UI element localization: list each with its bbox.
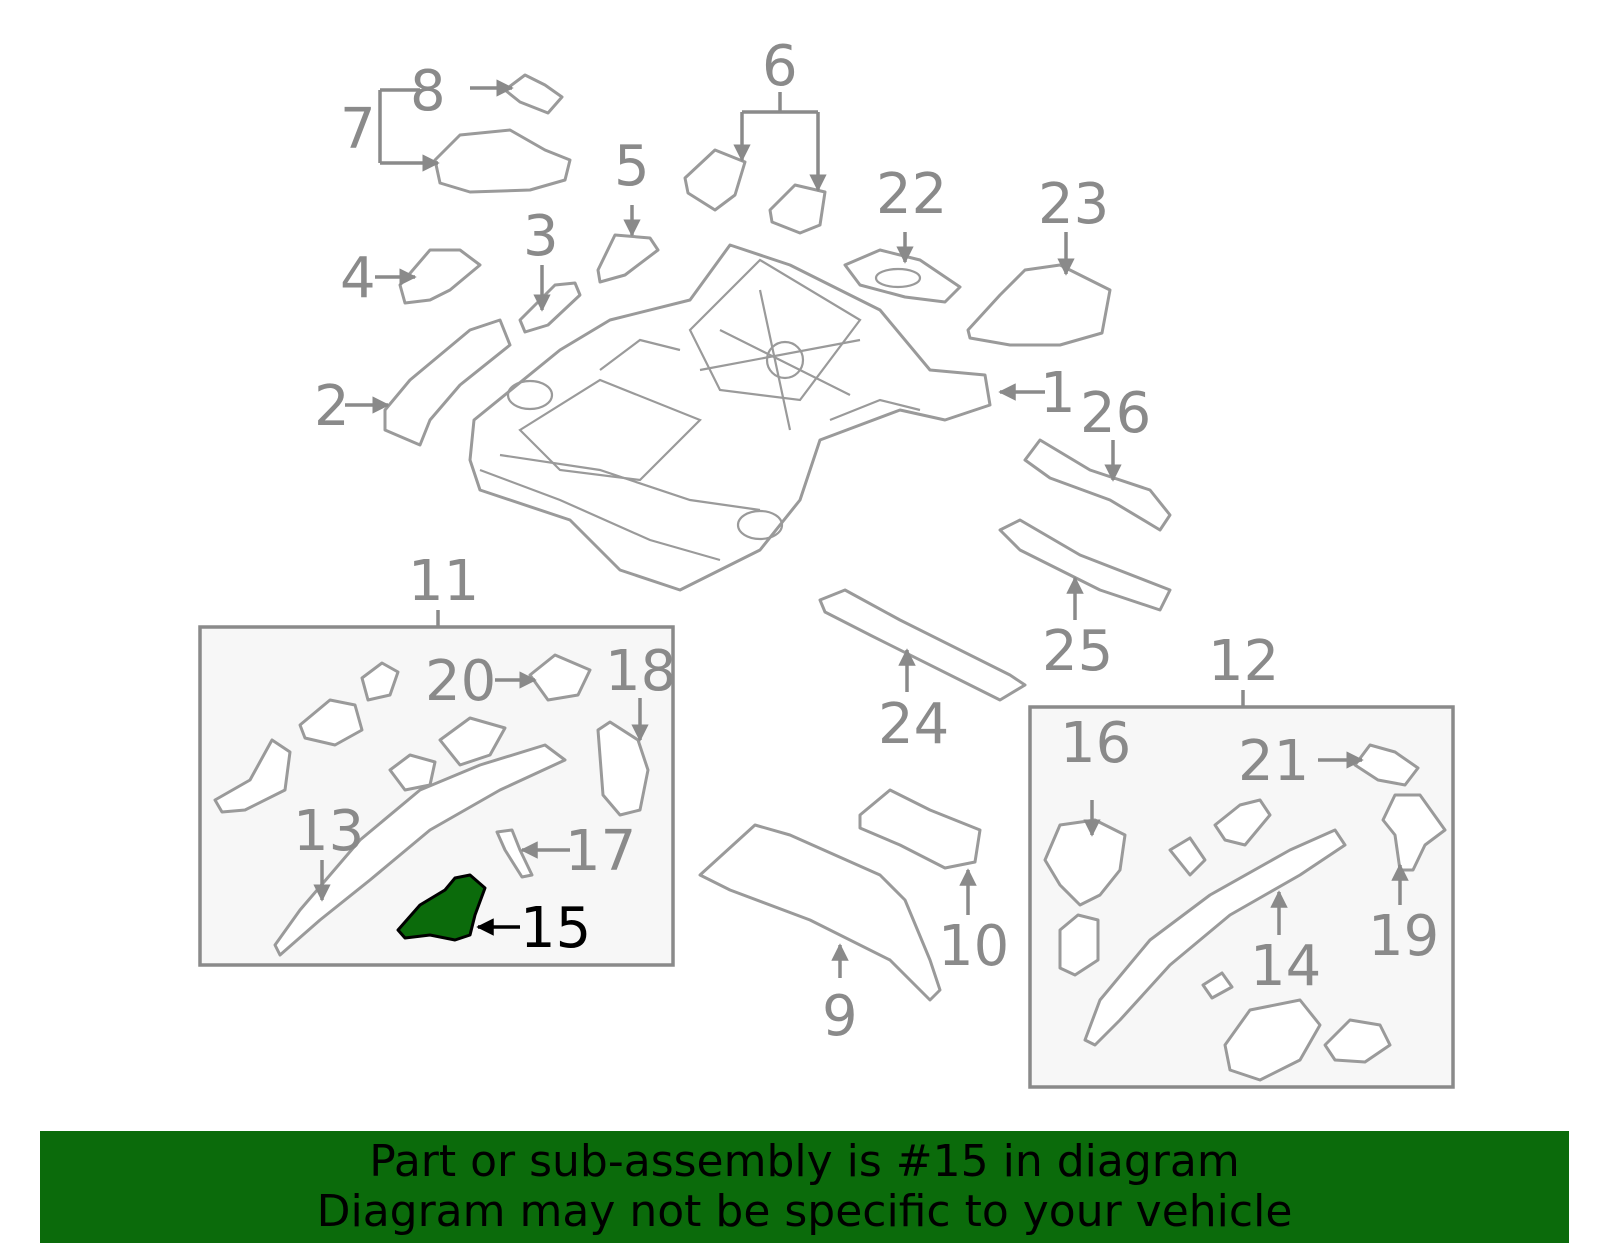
part-6a	[683, 148, 747, 212]
banner-line-1: Part or sub-assembly is #15 in diagram	[369, 1136, 1240, 1187]
callout-7: 7	[340, 97, 376, 162]
part-11-bracket-a	[213, 738, 292, 814]
part-1-rear-floor-pan	[468, 243, 992, 592]
part-17	[495, 828, 534, 879]
callout-19: 19	[1368, 904, 1439, 969]
part-11-bracket-c	[360, 661, 400, 702]
part-23	[966, 263, 1112, 347]
callout-13: 13	[293, 799, 364, 864]
part-11-bracket-b	[298, 698, 364, 747]
part-13	[273, 743, 567, 957]
callout-16: 16	[1060, 711, 1131, 776]
part-19	[1381, 793, 1447, 872]
part-11-bracket-e	[438, 716, 507, 767]
callout-6: 6	[762, 34, 798, 99]
part-12-bracket-b	[1168, 836, 1207, 877]
callout-3: 3	[523, 204, 559, 269]
part-24	[818, 588, 1027, 702]
part-5	[596, 233, 660, 284]
callout-11: 11	[408, 549, 479, 614]
part-12-bracket-d	[1201, 971, 1234, 1000]
part-26	[1023, 438, 1172, 532]
part-25	[998, 518, 1172, 612]
part-11-bracket-d	[388, 753, 437, 792]
callout-14: 14	[1250, 934, 1321, 999]
part-22-ring	[874, 267, 922, 289]
part-22	[843, 248, 962, 304]
callout-4: 4	[340, 246, 376, 311]
callout-10: 10	[938, 914, 1009, 979]
part-15	[396, 873, 487, 942]
callout-labels: 1 2 3 4 5 6 7 8 9 10 11 12 13 14 15 16 1…	[293, 34, 1439, 1049]
part-16	[1043, 818, 1127, 907]
callout-2: 2	[314, 374, 350, 439]
part-21	[1353, 743, 1420, 787]
callout-23: 23	[1038, 172, 1109, 237]
callout-12: 12	[1208, 629, 1279, 694]
callout-25: 25	[1042, 619, 1113, 684]
part-18	[596, 720, 650, 817]
part-12-bracket-c	[1213, 798, 1272, 847]
part-8	[503, 73, 564, 115]
part-12-bracket-e	[1223, 998, 1322, 1082]
part-12-bracket-a	[1058, 913, 1100, 977]
callout-15: 15	[520, 896, 591, 961]
part-9	[698, 823, 942, 1002]
callout-9: 9	[822, 984, 858, 1049]
callout-21: 21	[1238, 729, 1309, 794]
part-12-bracket-f	[1323, 1018, 1392, 1064]
part-4	[398, 248, 482, 305]
banner-line-2: Diagram may not be specific to your vehi…	[316, 1186, 1293, 1237]
leader-lines	[313, 79, 1409, 978]
callout-26: 26	[1080, 381, 1151, 446]
part-3	[518, 281, 582, 334]
part-20	[528, 653, 592, 702]
callout-24: 24	[878, 692, 949, 757]
part-2	[383, 318, 512, 447]
callout-8: 8	[410, 59, 446, 124]
callout-17: 17	[565, 819, 636, 884]
part-6b	[768, 183, 827, 235]
part-7	[433, 128, 572, 194]
callout-18: 18	[605, 639, 676, 704]
callout-5: 5	[614, 134, 650, 199]
callout-1: 1	[1040, 361, 1076, 426]
callout-22: 22	[876, 162, 947, 227]
footer-banner: Part or sub-assembly is #15 in diagram D…	[40, 1131, 1569, 1243]
part-14	[1083, 828, 1347, 1047]
callout-20: 20	[425, 649, 496, 714]
part-10	[858, 788, 982, 870]
